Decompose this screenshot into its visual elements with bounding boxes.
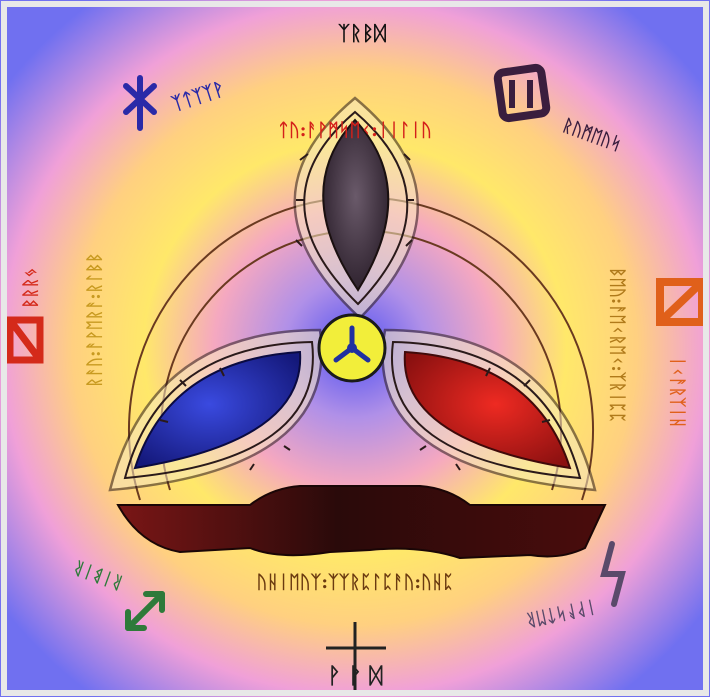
label-right: ᛁᚲᚨᚱᛉᛁᚺ [667, 356, 687, 427]
ring-inscription-bottom: ᚢᚺᛁᛖᚢᛉ:ᛉᛉᚱᛈᛚᛈᚨᚢ:ᚢᚺᛈ [257, 572, 454, 593]
ring-inscription-left: ᚱᚨᚢ:ᚨᚹᛖᚱᚨ:ᚱᛚᛒᛒ [85, 253, 105, 388]
label-top: ᛉᚱᛒᛞ [338, 21, 386, 45]
ring-inscription-right: ᛒᛖᚢ:ᚨᛖᚲᚱᛖᚲ:ᛉᚱᛁᛈᛈ [607, 267, 627, 422]
label-bottom: ᚹ ᚹ ᛞ [328, 663, 384, 689]
center-emblem [319, 315, 385, 381]
ring-inscription-top: ᛏᚢ:ᚨᚹᛗᛋᛖᚲ:ᛁᛁᛚᛁᚢ [278, 120, 432, 141]
label-left: ᛒᚱᚱᛃ [21, 268, 41, 309]
